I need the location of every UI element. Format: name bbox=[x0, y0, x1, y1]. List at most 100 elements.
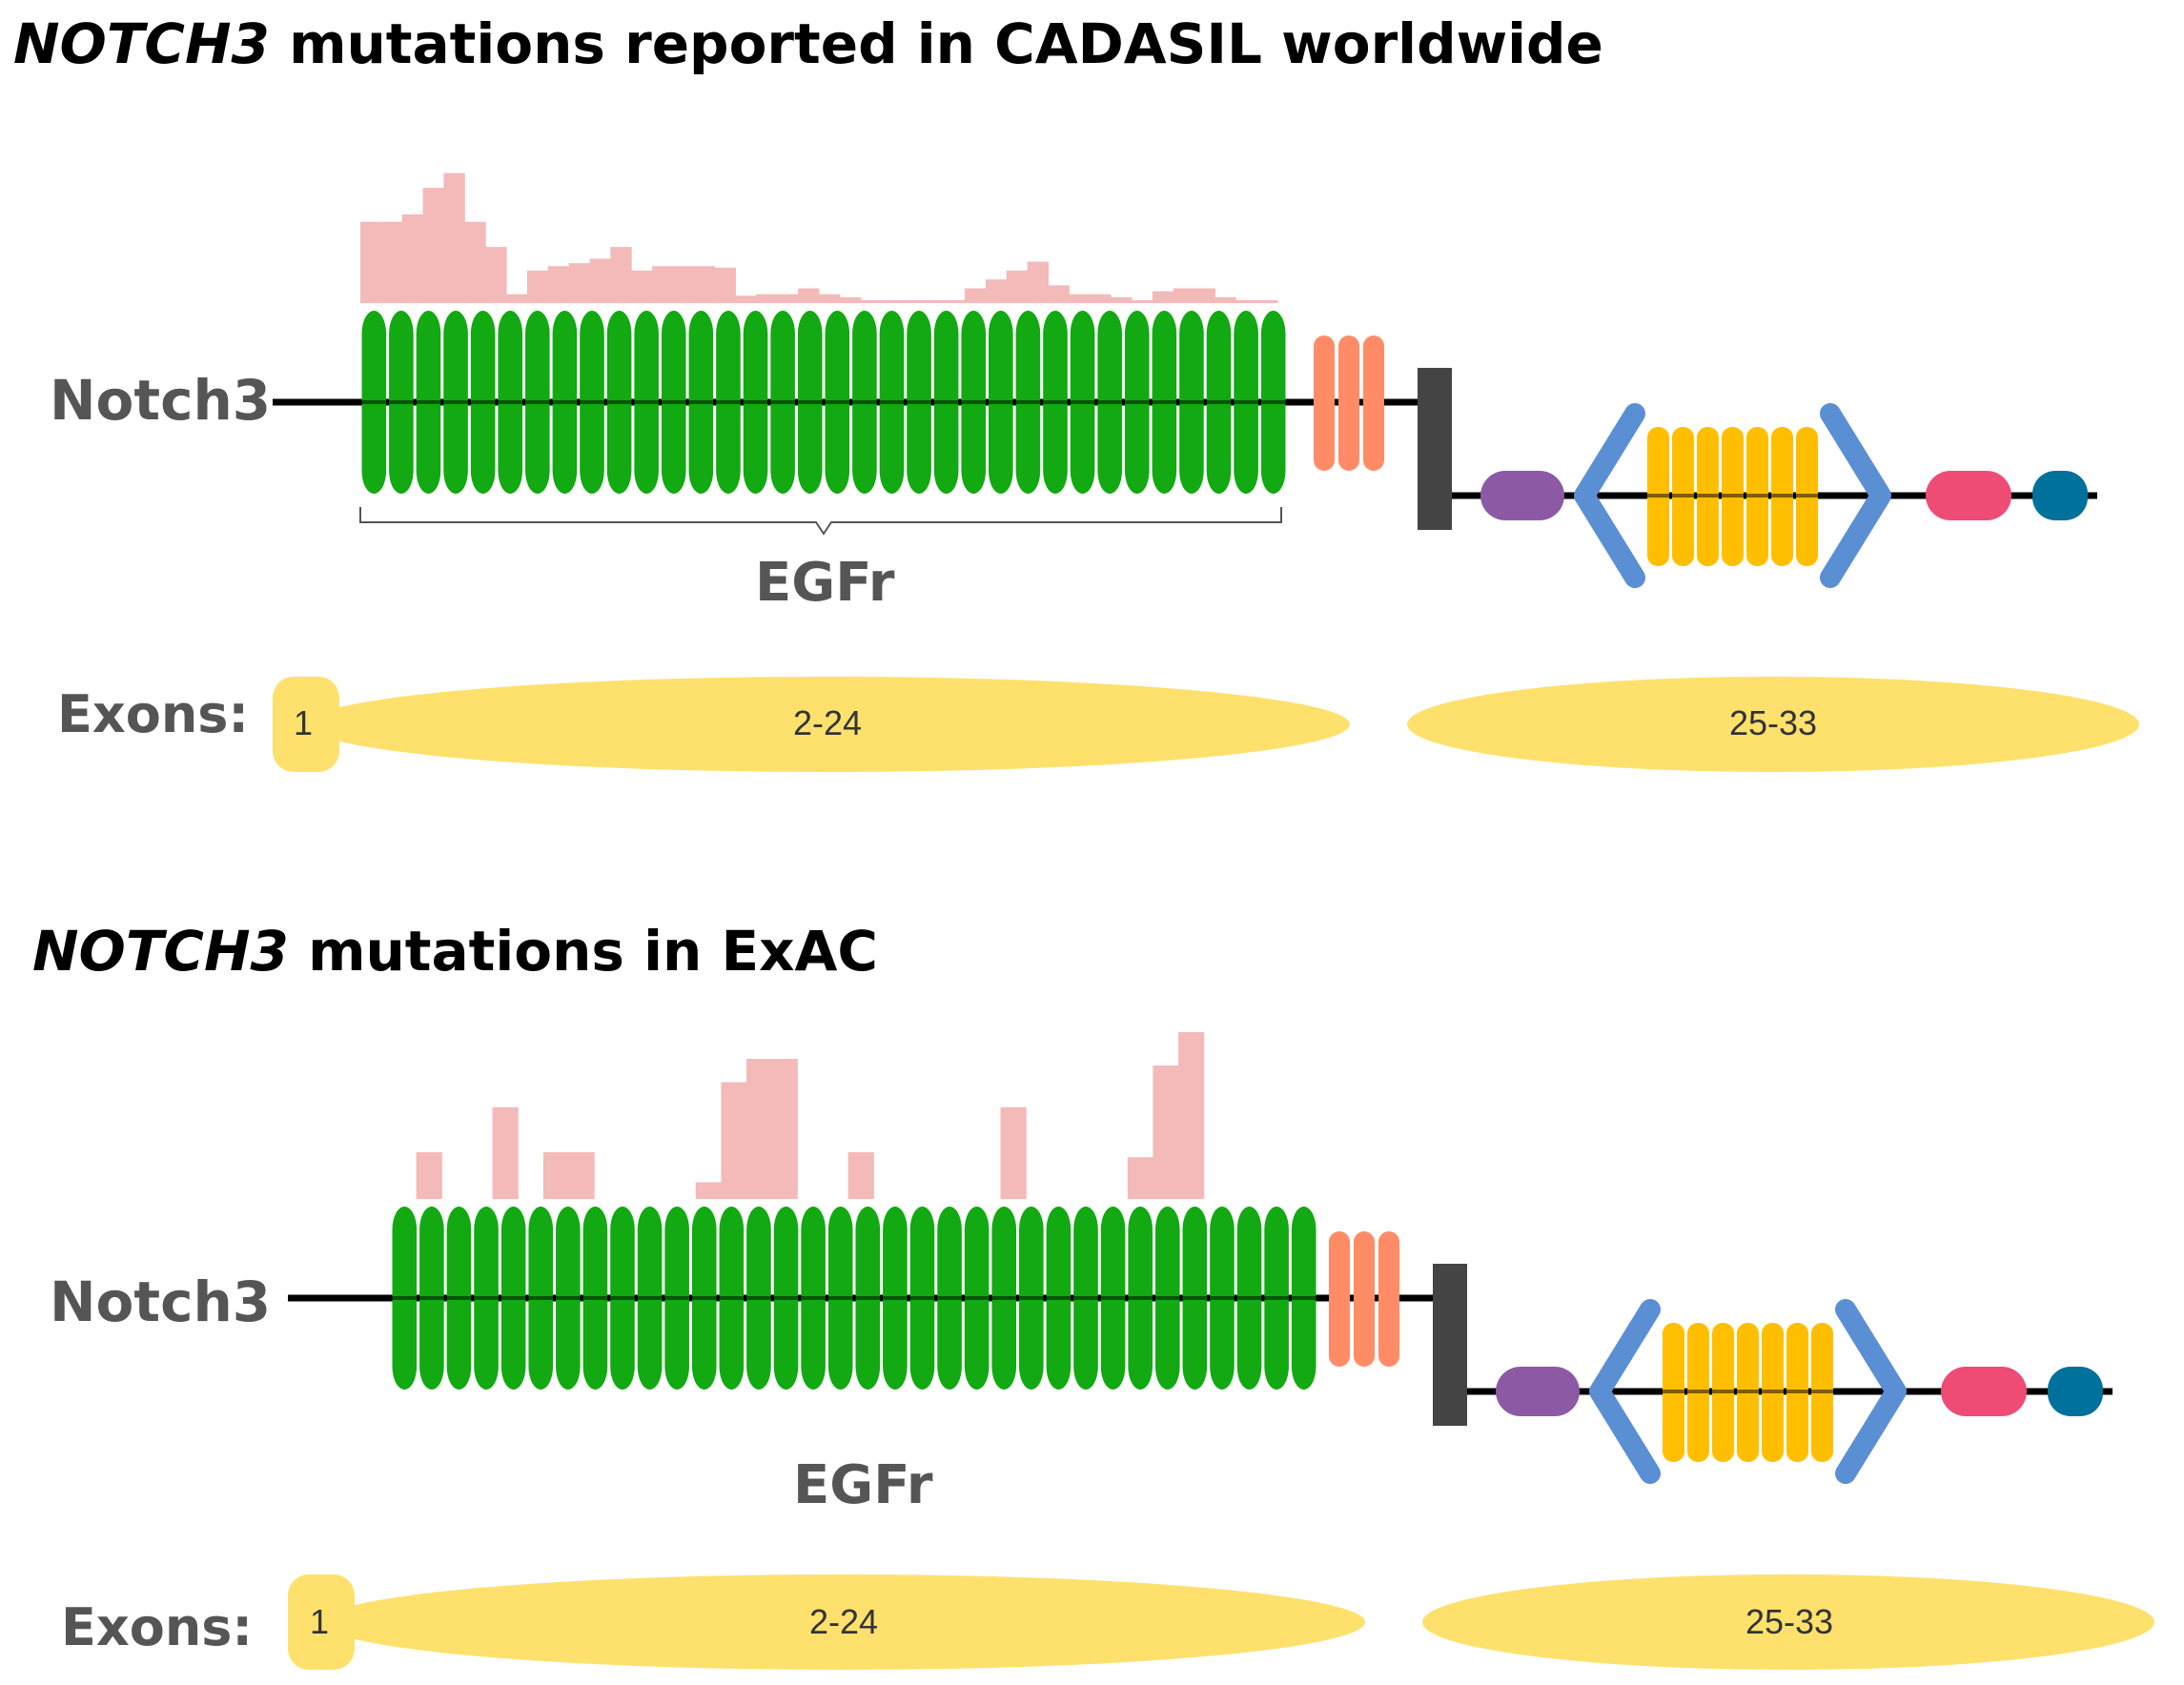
protein-label: Notch3 bbox=[50, 1269, 271, 1334]
exons-label: Exons: bbox=[57, 684, 249, 744]
histogram-bar bbox=[568, 263, 590, 303]
terminal-domain-pill bbox=[2032, 471, 2088, 520]
histogram-bar bbox=[1153, 1066, 1179, 1199]
ram-domain-pill bbox=[1480, 471, 1564, 520]
histogram-bar bbox=[923, 299, 945, 303]
exon-1-shape bbox=[273, 677, 339, 772]
lnr-repeat bbox=[1378, 1231, 1399, 1367]
histogram-bar bbox=[542, 1152, 570, 1199]
histogram-bar bbox=[1111, 296, 1133, 303]
egfr-brace bbox=[359, 507, 1282, 536]
histogram-bar bbox=[1069, 294, 1091, 303]
exon-2-24-label: 2-24 bbox=[809, 1602, 878, 1641]
histogram-bar bbox=[631, 270, 653, 303]
histogram-bar bbox=[401, 214, 424, 303]
histogram-bar bbox=[860, 299, 883, 303]
histogram-bar bbox=[380, 221, 403, 303]
histogram-bar bbox=[1006, 270, 1029, 303]
protein-domains bbox=[288, 1207, 2113, 1484]
exon-25-33-shape bbox=[1407, 677, 2139, 772]
histogram-bar bbox=[526, 270, 549, 303]
histogram-bar bbox=[506, 294, 528, 303]
egfr-label: EGFr bbox=[755, 552, 895, 614]
histogram-bar bbox=[714, 267, 737, 303]
exon-25-33-label: 25-33 bbox=[1745, 1602, 1833, 1641]
histogram-bar bbox=[1048, 285, 1070, 303]
histogram-bar bbox=[1127, 1157, 1153, 1199]
histogram-bar bbox=[798, 288, 820, 303]
histogram-bar bbox=[1131, 299, 1153, 303]
histogram-bar bbox=[819, 294, 841, 303]
histogram-bar bbox=[464, 221, 486, 303]
histogram-bar bbox=[1214, 296, 1236, 303]
exon-row: 1 2-24 25-33 bbox=[273, 677, 2139, 772]
histogram-bar bbox=[589, 258, 611, 303]
panel-title-gene: NOTCH3 bbox=[13, 11, 270, 76]
ankyrin-bracket-left bbox=[1589, 1299, 1661, 1484]
histogram-bar bbox=[360, 221, 382, 303]
transmembrane-bar bbox=[1418, 368, 1452, 530]
histogram-bar bbox=[443, 173, 465, 303]
histogram-bar bbox=[672, 266, 695, 303]
histogram-bar bbox=[492, 1106, 519, 1199]
histogram-bar bbox=[944, 299, 966, 303]
lnr-repeat bbox=[1363, 335, 1384, 471]
exons-label: Exons: bbox=[61, 1597, 253, 1657]
histogram-bar bbox=[1000, 1106, 1027, 1199]
exon-25-33-shape bbox=[1422, 1574, 2154, 1670]
lnr-repeat bbox=[1354, 1231, 1375, 1367]
panel-title: NOTCH3 mutations reported in CADASIL wor… bbox=[13, 11, 1603, 76]
exon-row: 1 2-24 25-33 bbox=[288, 1574, 2154, 1670]
histogram-bar bbox=[777, 294, 799, 303]
pest-domain-pill bbox=[1941, 1367, 2027, 1416]
lnr-repeat bbox=[1338, 335, 1359, 471]
panel-title-text: mutations reported in CADASIL worldwide bbox=[270, 11, 1603, 76]
ankyrin-bracket-right bbox=[1835, 1299, 1907, 1484]
histogram-bar bbox=[721, 1082, 747, 1199]
histogram-bar bbox=[1178, 1032, 1205, 1199]
histogram-bar bbox=[771, 1059, 798, 1199]
histogram-bar bbox=[902, 299, 924, 303]
ankyrin-bracket-left bbox=[1574, 403, 1645, 588]
histogram-bar bbox=[547, 266, 570, 303]
histogram-bar bbox=[1152, 291, 1174, 303]
histogram-bar bbox=[839, 296, 862, 303]
histogram-bar bbox=[568, 1152, 595, 1199]
histogram bbox=[416, 1032, 1205, 1199]
histogram-bar bbox=[693, 266, 716, 303]
exon-25-33-label: 25-33 bbox=[1729, 703, 1817, 742]
histogram-bar bbox=[1256, 299, 1278, 303]
lnr-repeat bbox=[1314, 335, 1335, 471]
histogram-bar bbox=[735, 295, 757, 303]
histogram-bar bbox=[1090, 294, 1112, 303]
exon-1-shape bbox=[288, 1574, 355, 1670]
histogram-bar bbox=[416, 1152, 442, 1199]
protein-domains bbox=[273, 311, 2097, 588]
histogram bbox=[360, 173, 1278, 303]
histogram-bar bbox=[485, 247, 507, 303]
panel-title-text: mutations in ExAC bbox=[289, 919, 878, 984]
histogram-bar bbox=[1235, 299, 1257, 303]
histogram-bar bbox=[881, 299, 903, 303]
histogram-bar bbox=[756, 294, 778, 303]
egfr-label: EGFr bbox=[793, 1454, 933, 1516]
exon-1-label: 1 bbox=[310, 1602, 329, 1641]
pest-domain-pill bbox=[1926, 471, 2011, 520]
exon-2-24-shape bbox=[305, 677, 1350, 772]
panel-exac: NOTCH3 mutations in ExAC Notch3 EGFr Exo… bbox=[32, 919, 2154, 1670]
transmembrane-bar bbox=[1433, 1264, 1467, 1426]
histogram-bar bbox=[965, 288, 987, 303]
ram-domain-pill bbox=[1496, 1367, 1580, 1416]
histogram-bar bbox=[985, 279, 1008, 303]
panel-title: NOTCH3 mutations in ExAC bbox=[32, 919, 878, 984]
ankyrin-bracket-right bbox=[1820, 403, 1891, 588]
histogram-bar bbox=[652, 266, 674, 303]
histogram-bar bbox=[422, 188, 444, 303]
exon-2-24-shape bbox=[320, 1574, 1365, 1670]
panel-cadasil: NOTCH3 mutations reported in CADASIL wor… bbox=[13, 11, 2139, 772]
histogram-bar bbox=[695, 1182, 722, 1199]
histogram-bar bbox=[610, 247, 632, 303]
histogram-bar bbox=[1173, 288, 1195, 303]
histogram-bar bbox=[746, 1059, 773, 1199]
